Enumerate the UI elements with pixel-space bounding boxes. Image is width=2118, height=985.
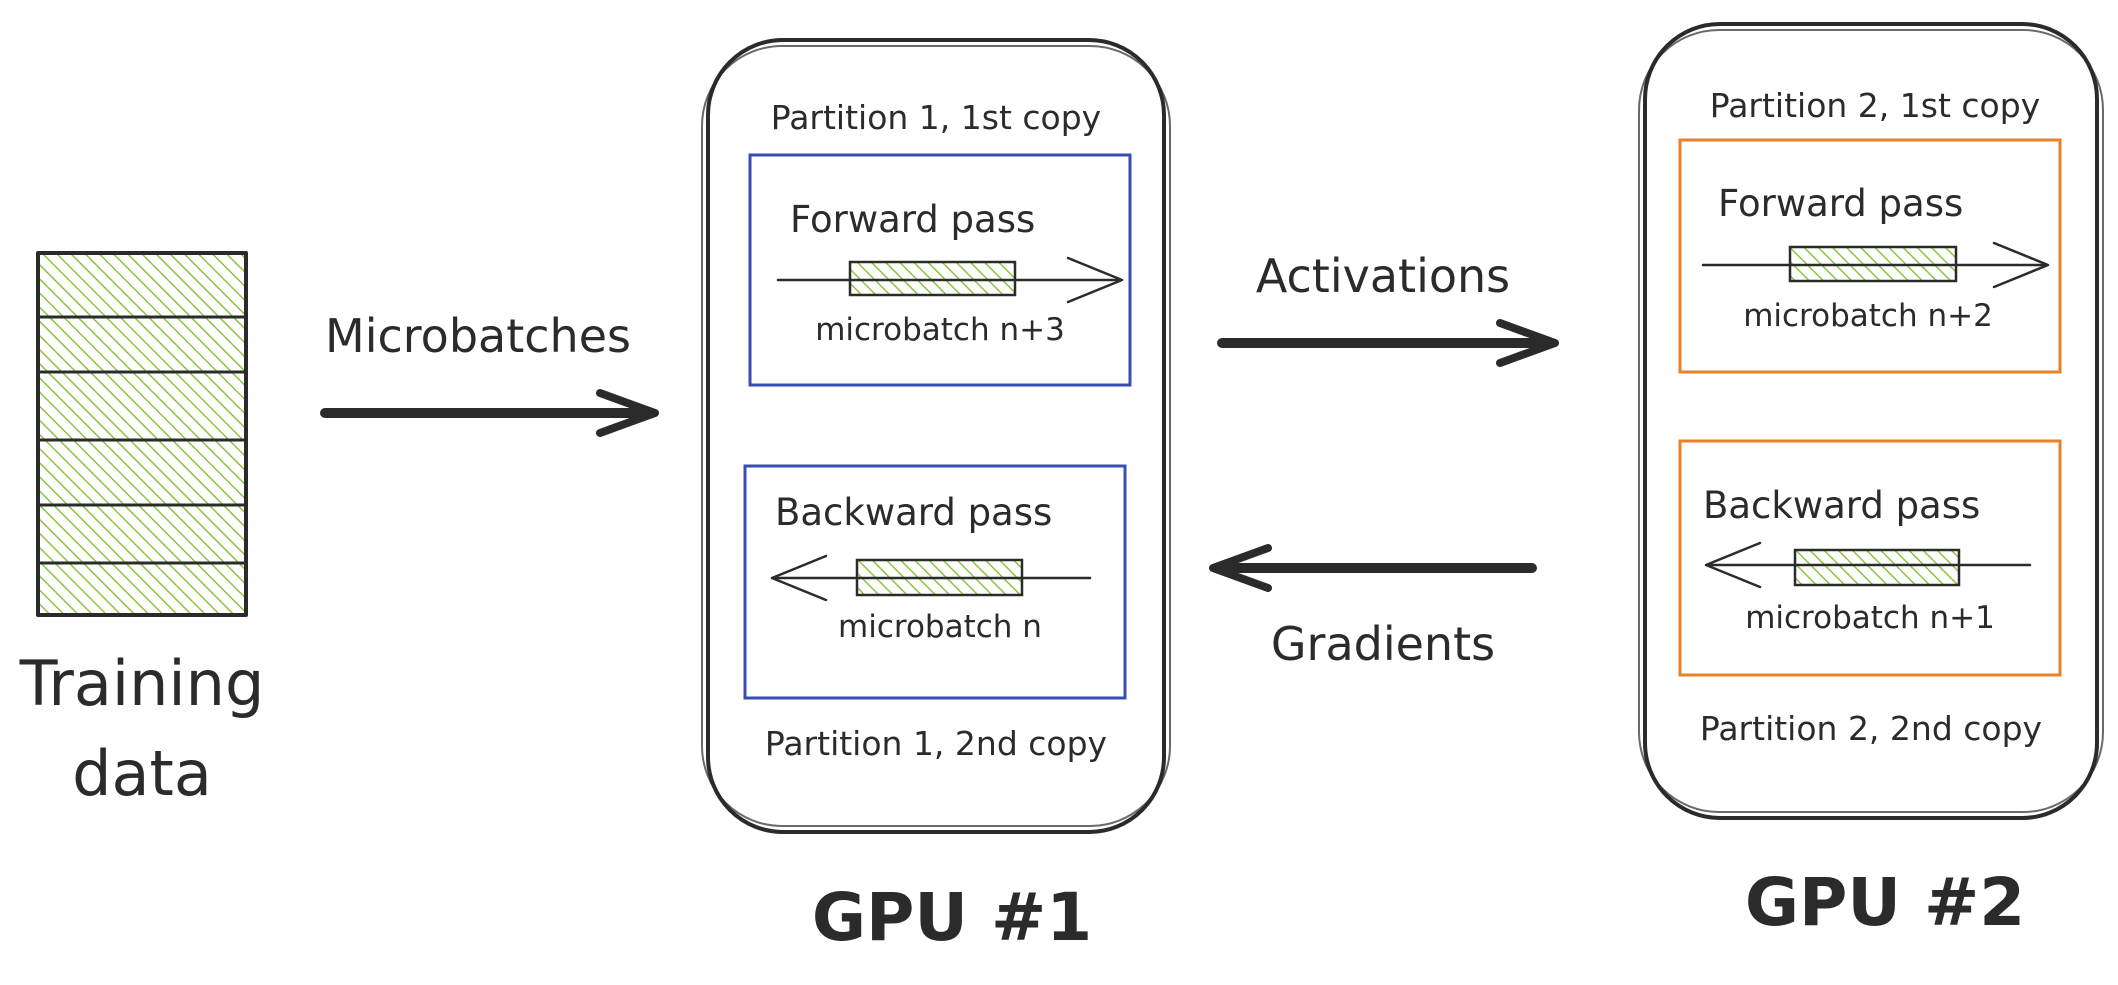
gpu2-forward-title: Forward pass [1718,182,1963,225]
gpu2-label: GPU #2 [1745,864,2025,941]
training-data-stack [36,251,248,617]
training-data-border [36,251,248,617]
gpu2-backward-microbatch-label: microbatch n+1 [1745,600,1995,636]
gpu2-forward-arrow-head [1992,241,2050,289]
training-data-label-2: data [72,737,212,810]
gpu1-backward-box: Backward pass microbatch n [743,464,1127,700]
gpu1-backward-microbatch-label: microbatch n [838,609,1042,645]
gpu2-partition-top: Partition 2, 1st copy [1710,86,2040,125]
gpu1-backward-border [743,464,1127,700]
gpu1-forward-arrow-head [1066,256,1124,304]
gpu1-forward-box: Forward pass microbatch n+3 [748,153,1132,387]
training-data-label-1: Training [19,647,265,720]
gpu2-partition-bottom: Partition 2, 2nd copy [1700,709,2042,748]
gpu1-label: GPU #1 [812,879,1092,956]
activations-label: Activations [1256,249,1510,303]
gpu2-container [1638,22,2104,820]
activations-arrow [1217,319,1559,367]
gradients-arrow [1209,544,1537,592]
gpu1-forward-microbatch-label: microbatch n+3 [815,312,1065,348]
gpu1-partition-bottom: Partition 1, 2nd copy [765,724,1107,763]
gpu1-container [701,38,1171,834]
gpu1-forward-border [748,153,1132,387]
gpu2-backward-title: Backward pass [1703,484,1980,527]
microbatches-label: Microbatches [325,309,631,363]
gpu2-backward-box: Backward pass microbatch n+1 [1678,439,2062,677]
gpu1-partition-top: Partition 1, 1st copy [771,98,1101,137]
gpu2-backward-border [1678,439,2062,677]
gpu2-forward-box: Forward pass microbatch n+2 [1678,138,2062,374]
gpu2-backward-arrow-head [1704,541,1762,589]
gpu2-forward-microbatch-label: microbatch n+2 [1743,298,1993,334]
gpu2-backward-microbatch-block [1793,548,1961,587]
gradients-label: Gradients [1271,617,1495,671]
gpu1-forward-title: Forward pass [790,198,1035,241]
gpu1-backward-title: Backward pass [775,491,1052,534]
microbatches-arrow [320,389,659,437]
training-data-fill [38,253,246,615]
gpu1-forward-microbatch-block [848,260,1017,297]
gpu1-backward-arrow-head [770,554,828,602]
gpu2-forward-border [1678,138,2062,374]
